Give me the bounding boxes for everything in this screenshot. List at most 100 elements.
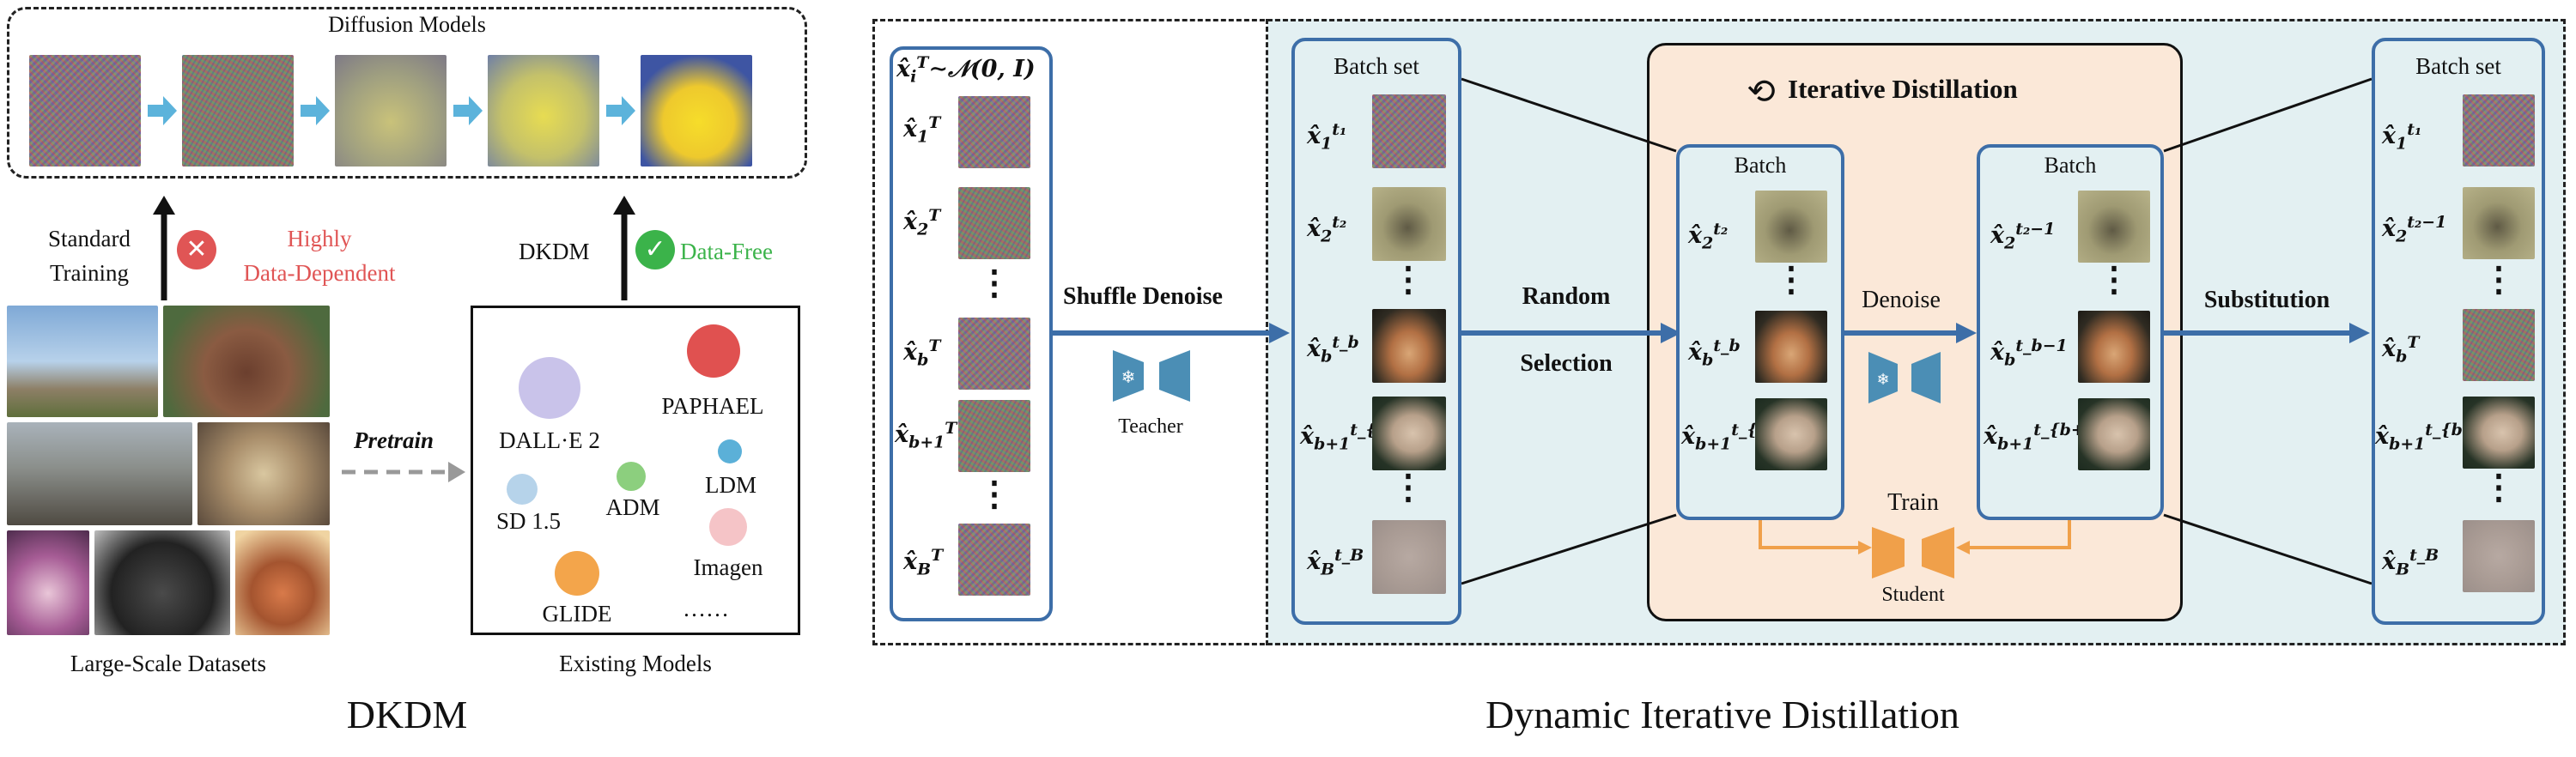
batch-set-image [1372, 520, 1446, 594]
diffusion-models-title: Diffusion Models [328, 12, 486, 37]
ellipsis: ⋮ [2482, 468, 2516, 506]
initial-noise-formula: x̂iT∼𝒩(0, I) [896, 53, 1036, 87]
batch-title: Batch [1734, 153, 1787, 178]
batch-set-row-label: x̂1t₁ [2382, 120, 2422, 154]
ellipsis: ⋮ [2482, 260, 2516, 299]
batch-image [1755, 398, 1827, 470]
model-label-dalle2: DALL·E 2 [499, 427, 600, 453]
noise-image [958, 318, 1030, 390]
batch-image [2078, 191, 2150, 263]
noise-row-label: x̂BT [903, 546, 944, 579]
batch-set-image [1372, 397, 1446, 470]
diffusion-step-image-5 [641, 55, 752, 167]
shuffle-denoise-label: Shuffle Denoise [1063, 283, 1223, 310]
substitution-label: Substitution [2203, 287, 2330, 313]
batch-set-image [2463, 309, 2535, 381]
model-circle [718, 439, 742, 463]
batch-set-row-label: x̂bt_b [1307, 333, 1359, 366]
diffusion-step-image-1 [29, 55, 141, 167]
batch-image [1755, 191, 1827, 263]
model-label-more: …… [683, 596, 729, 621]
batch-set-row-label: x̂Bt_B [1307, 546, 1364, 579]
batch-row-label: x̂2t₂−1 [1990, 220, 2056, 253]
dataset-image [7, 306, 158, 417]
highly-data-dependent-label: Highly Data-Dependent [243, 226, 396, 286]
batch-row-label: x̂bt_b−1 [1990, 336, 2068, 370]
batch-set-title: Batch set [2415, 53, 2501, 79]
model-label-adm: ADM [605, 494, 660, 520]
pretrain-label: Pretrain [354, 427, 434, 453]
arrow-icon [301, 96, 330, 125]
batch-set-row-label: x̂2t₂−1 [2382, 213, 2447, 246]
model-label-sd15: SD 1.5 [496, 508, 562, 534]
noise-row-label: x̂b+1T [895, 419, 957, 452]
svg-text:❄: ❄ [1121, 366, 1136, 387]
batch-set-image [1372, 187, 1446, 261]
ellipsis: ⋮ [1774, 260, 1808, 299]
selection-label: Selection [1520, 350, 1613, 377]
arrow-icon [606, 96, 635, 125]
model-circle [617, 462, 646, 491]
batch-set-row-label: x̂2t₂ [1307, 213, 1347, 246]
batch-set-image [2463, 520, 2535, 592]
dkdm-title: DKDM [346, 693, 468, 736]
diffusion-arrows [148, 96, 635, 125]
dataset-image [163, 306, 330, 417]
dataset-image [94, 530, 230, 635]
noise-image [958, 187, 1030, 259]
dataset-image [7, 422, 192, 525]
ellipsis: ⋮ [1391, 468, 1425, 506]
refresh-icon: ⟲ [1747, 72, 1776, 112]
random-label: Random [1522, 283, 1611, 310]
model-circle [709, 508, 747, 546]
diffusion-step-image-2 [182, 55, 294, 167]
arrow-icon [148, 96, 177, 125]
standard-training-label: Standard Training [48, 226, 131, 286]
model-label-imagen: Imagen [693, 554, 763, 580]
svg-text:❄: ❄ [1876, 371, 1889, 389]
noise-row-label: x̂bT [903, 336, 941, 370]
diffusion-models-box [7, 7, 807, 179]
batch-title: Batch [2044, 153, 2097, 178]
close-icon: ✕ [177, 230, 216, 269]
batch-image [1755, 311, 1827, 383]
ellipsis: ⋮ [1391, 260, 1425, 299]
teacher-label: Teacher [1118, 415, 1183, 438]
model-circle [507, 474, 538, 505]
batch-set-image [1372, 94, 1446, 168]
existing-models-caption: Existing Models [559, 651, 712, 676]
ellipsis: ⋮ [977, 475, 1012, 513]
arrow-icon [453, 96, 483, 125]
diffusion-step-image-3 [335, 55, 447, 167]
noise-image [958, 524, 1030, 596]
batch-set-image [2463, 187, 2535, 259]
batch-set-image [2463, 94, 2535, 167]
batch-image [2078, 398, 2150, 470]
model-label-paphael: PAPHAEL [661, 393, 764, 419]
dataset-image [197, 422, 330, 525]
teacher-network-icon: ❄ [1113, 350, 1190, 402]
model-circle [555, 551, 599, 596]
dataset-image-grid [7, 306, 330, 635]
ellipsis: ⋮ [2097, 260, 2131, 299]
noise-row-label: x̂1T [903, 113, 941, 147]
check-icon: ✓ [635, 230, 675, 269]
model-label-ldm: LDM [705, 472, 756, 498]
model-label-glide: GLIDE [542, 601, 612, 627]
iterative-distillation-title: Iterative Distillation [1788, 74, 2018, 104]
batch-set-row-label: x̂Bt_B [2382, 546, 2439, 579]
batch-set-row-label: x̂bT [2382, 333, 2420, 366]
batch-row-label: x̂bt_b [1688, 336, 1741, 370]
data-free-label: Data-Free [680, 239, 773, 264]
model-circle [687, 324, 740, 378]
batch-set-image [1372, 309, 1446, 383]
ellipsis: ⋮ [977, 263, 1012, 302]
teacher-network-icon: ❄ [1868, 352, 1941, 403]
noise-row-label: x̂2T [903, 206, 941, 239]
student-label: Student [1881, 584, 1945, 606]
left-arrows [153, 196, 635, 482]
train-label: Train [1887, 489, 1939, 516]
noise-image [958, 400, 1030, 472]
student-network-icon [1872, 527, 1954, 578]
